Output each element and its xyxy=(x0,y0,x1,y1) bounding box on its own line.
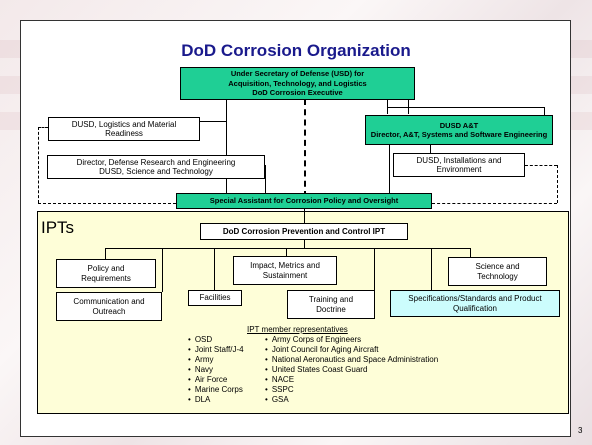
connector-line xyxy=(105,248,106,260)
reps-left-list: OSD Joint Staff/J-4 Army Navy Air Force … xyxy=(188,335,244,405)
usd-line2: Acquisition, Technology, and Logistics xyxy=(228,78,367,88)
rep-item: Army xyxy=(188,355,244,365)
dotted-connector xyxy=(38,127,48,128)
dusd-logistics-line2: Readiness xyxy=(105,129,143,138)
dusd-at-box: DUSD A&T Director, A&T, Systems and Soft… xyxy=(365,115,553,145)
usd-box: Under Secretary of Defense (USD) for Acq… xyxy=(180,67,415,100)
facilities-box: Facilities xyxy=(188,290,242,306)
communication-box: Communication and Outreach xyxy=(56,292,162,321)
communication-line2: Outreach xyxy=(92,306,126,316)
science-line1: Science and xyxy=(475,262,520,271)
page-title: DoD Corrosion Organization xyxy=(181,41,411,60)
connector-line xyxy=(544,107,545,115)
rep-item: Army Corps of Engineers xyxy=(265,335,438,345)
science-box: Science and Technology xyxy=(448,257,547,286)
science-line2: Technology xyxy=(477,271,518,281)
impact-line2: Sustainment xyxy=(262,270,308,280)
rep-item: Joint Council for Aging Aircraft xyxy=(265,345,438,355)
dotted-connector xyxy=(525,165,557,166)
dusd-logistics-line1: DUSD, Logistics and Material xyxy=(71,119,177,129)
connector-line xyxy=(387,99,388,114)
rep-item: SSPC xyxy=(265,385,438,395)
training-box: Training and Doctrine xyxy=(287,290,375,319)
reps-right-list: Army Corps of Engineers Joint Council fo… xyxy=(265,335,438,405)
connector-line xyxy=(304,209,305,223)
connector-line xyxy=(162,248,163,292)
specifications-line1: Specifications/Standards and Product xyxy=(408,294,542,303)
dotted-connector xyxy=(38,203,176,204)
specifications-box: Specifications/Standards and Product Qua… xyxy=(390,290,560,317)
rep-item: NACE xyxy=(265,375,438,385)
ddre-box: Director, Defense Research and Engineeri… xyxy=(47,155,265,179)
connector-line xyxy=(200,121,226,122)
usd-line3: DoD Corrosion Executive xyxy=(252,88,343,98)
policy-line2: Requirements xyxy=(81,273,131,283)
connector-line xyxy=(214,248,215,290)
rep-item: OSD xyxy=(188,335,244,345)
dusd-logistics-box: DUSD, Logistics and Material Readiness xyxy=(48,117,200,141)
impact-line1: Impact, Metrics and xyxy=(250,261,320,270)
training-line2: Doctrine xyxy=(316,304,346,314)
ipt-header-box: DoD Corrosion Prevention and Control IPT xyxy=(200,223,408,240)
page-number: 3 xyxy=(578,426,583,435)
dusd-at-line2: Director, A&T, Systems and Software Engi… xyxy=(370,130,548,139)
communication-line1: Communication and xyxy=(73,297,145,306)
dashed-connector xyxy=(304,99,306,197)
rep-item: Navy xyxy=(188,365,244,375)
special-assistant-box: Special Assistant for Corrosion Policy a… xyxy=(176,193,432,209)
connector-line xyxy=(470,248,471,257)
dusd-installations-box: DUSD, Installations and Environment xyxy=(393,153,525,177)
dotted-connector xyxy=(557,165,558,203)
reps-title: IPT member representatives xyxy=(247,325,348,334)
rep-item: GSA xyxy=(265,395,438,405)
policy-box: Policy and Requirements xyxy=(56,259,156,288)
rep-item: Marine Corps xyxy=(188,385,244,395)
connector-line xyxy=(374,248,375,290)
dusd-installations-line1: DUSD, Installations and xyxy=(416,155,502,165)
connector-line xyxy=(431,248,432,290)
impact-box: Impact, Metrics and Sustainment xyxy=(233,256,337,285)
dusd-at-line1: DUSD A&T xyxy=(439,120,479,130)
rep-item: Joint Staff/J-4 xyxy=(188,345,244,355)
connector-line xyxy=(389,144,390,196)
connector-line xyxy=(387,107,545,108)
connector-line xyxy=(286,248,287,256)
training-line1: Training and xyxy=(308,295,354,304)
ddre-line2: DUSD, Science and Technology xyxy=(99,167,213,176)
connector-line xyxy=(408,99,409,114)
specifications-line2: Qualification xyxy=(452,303,498,313)
dusd-installations-line2: Environment xyxy=(436,165,482,174)
ddre-line1: Director, Defense Research and Engineeri… xyxy=(76,157,236,167)
rep-item: National Aeronautics and Space Administr… xyxy=(265,355,438,365)
policy-line1: Policy and xyxy=(87,264,125,273)
connector-line xyxy=(430,144,431,154)
connector-line xyxy=(304,240,305,248)
rep-item: DLA xyxy=(188,395,244,405)
ipts-label: IPTs xyxy=(41,218,75,237)
rep-item: Air Force xyxy=(188,375,244,385)
usd-line1: Under Secretary of Defense (USD) for xyxy=(230,69,365,79)
connector-line xyxy=(226,99,227,196)
dotted-connector xyxy=(432,203,557,204)
dotted-connector xyxy=(38,127,39,203)
connector-line xyxy=(265,165,266,196)
rep-item: United States Coast Guard xyxy=(265,365,438,375)
connector-line xyxy=(105,248,470,249)
